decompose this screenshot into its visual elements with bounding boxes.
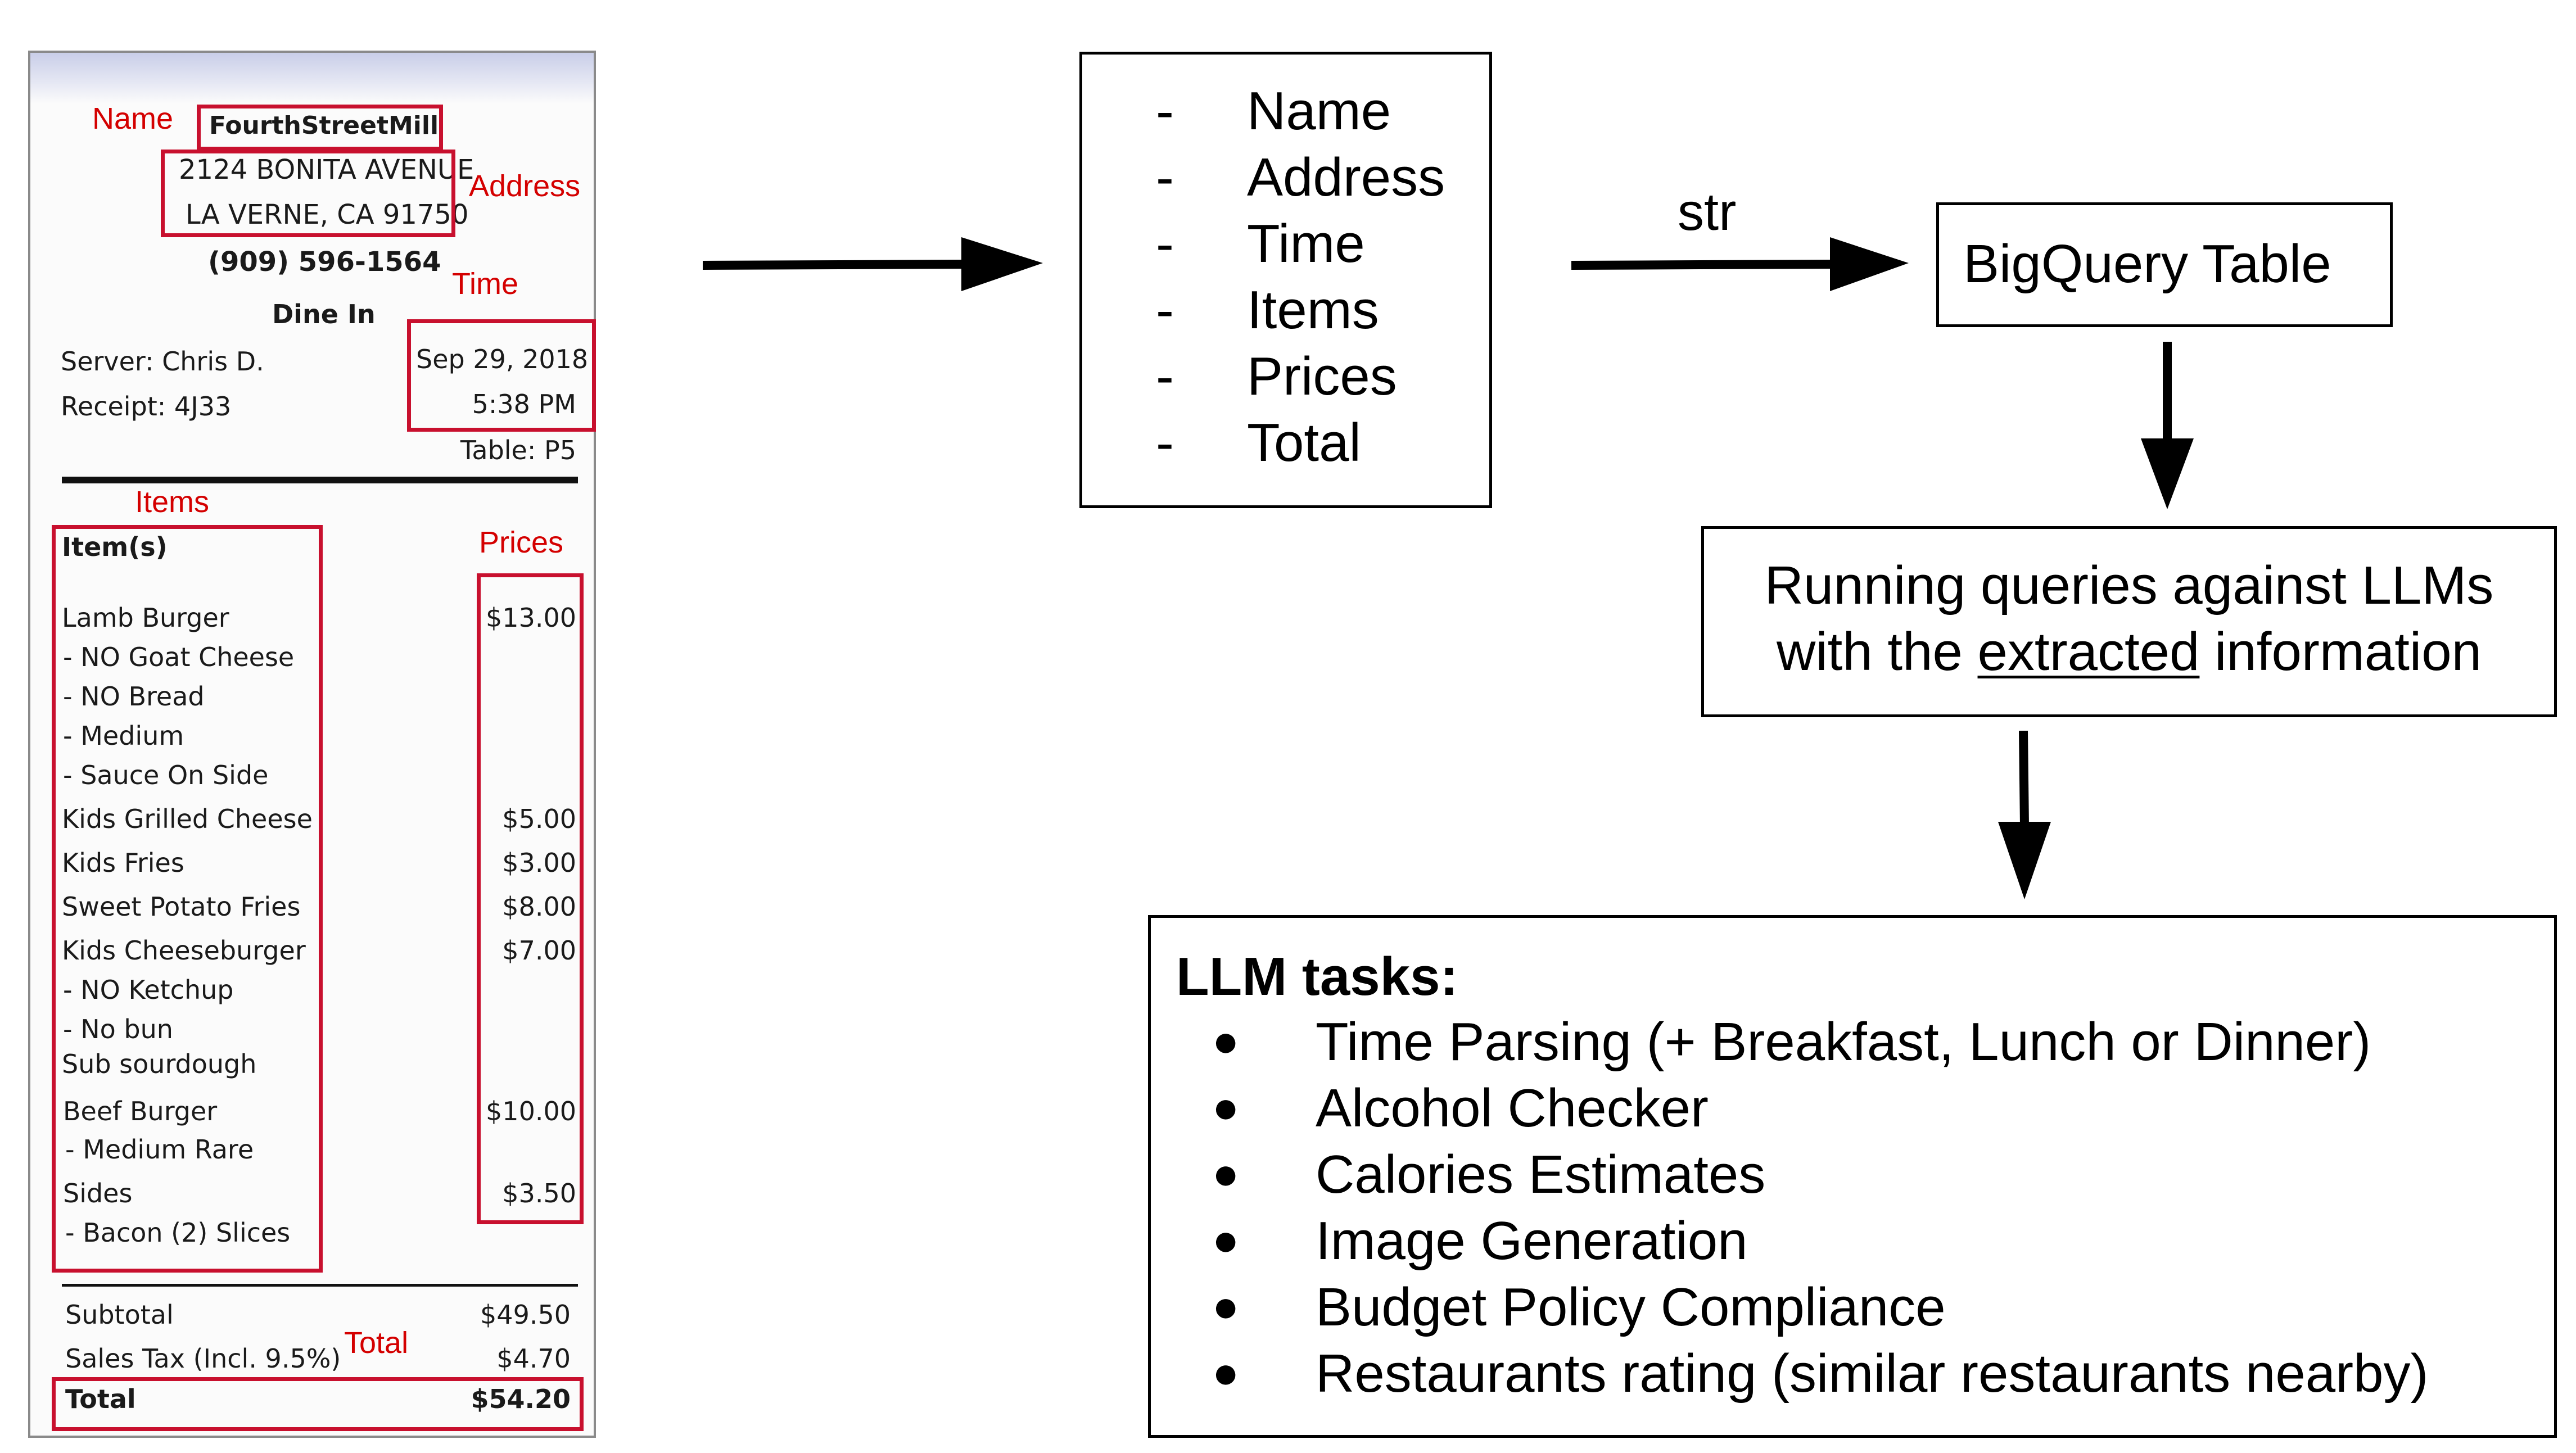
- receipt-subtotal-label: Subtotal: [65, 1300, 174, 1330]
- receipt-item-price: $8.00: [502, 891, 576, 922]
- prices-annotation-label: Prices: [479, 526, 564, 559]
- receipt-table: Table: P5: [460, 435, 576, 465]
- arrow-bigquery-to-queries: [2141, 342, 2194, 509]
- receipt-item-price: $3.00: [502, 848, 576, 878]
- receipt-total-label: Total: [65, 1384, 136, 1414]
- task-bullet: ●: [1212, 1082, 1240, 1132]
- llm-queries-line2-prefix: with the: [1777, 622, 1978, 682]
- field-item: Total: [1247, 413, 1361, 473]
- field-bullet: -: [1156, 147, 1174, 207]
- receipt-item-text: - NO Goat Cheese: [63, 642, 295, 672]
- receipt-item-text: - Bacon (2) Slices: [65, 1217, 291, 1248]
- field-item: Time: [1247, 214, 1365, 274]
- receipt-date: Sep 29, 2018: [416, 344, 589, 374]
- task-bullet: ●: [1212, 1148, 1240, 1198]
- receipt-server: Server: Chris D.: [61, 346, 264, 377]
- total-annotation-label: Total: [344, 1326, 409, 1360]
- receipt-item-price: $13.00: [486, 603, 576, 633]
- extracted-fields-box: [1079, 52, 1492, 508]
- receipt-item-text: Kids Grilled Cheese: [62, 804, 313, 834]
- arrow-fields-to-bigquery: [1571, 237, 1909, 291]
- bigquery-table-label: BigQuery Table: [1963, 234, 2331, 294]
- address-annotation-label: Address: [469, 169, 581, 203]
- receipt-subtotal-value: $49.50: [480, 1300, 571, 1330]
- items-annotation-label: Items: [135, 485, 210, 519]
- total-highlight-box: [52, 1377, 584, 1431]
- receipt-item-text: - Sauce On Side: [63, 760, 269, 790]
- address-highlight-box: [161, 150, 455, 237]
- field-item: Address: [1247, 147, 1445, 207]
- receipt-divider-thick: [62, 477, 578, 483]
- receipt-item-text: - No bun: [63, 1014, 173, 1044]
- task-bullet: ●: [1212, 1281, 1240, 1331]
- bigquery-table-box: [1936, 202, 2393, 327]
- task-item: Time Parsing (+ Breakfast, Lunch or Dinn…: [1316, 1012, 2371, 1072]
- arrow-receipt-to-fields: [703, 237, 1043, 291]
- llm-queries-line2-suffix: information: [2199, 622, 2482, 682]
- receipt-item-text: - Medium Rare: [65, 1134, 254, 1165]
- task-bullet: ●: [1212, 1215, 1240, 1265]
- time-highlight-box: [407, 319, 596, 432]
- receipt-restaurant-name: FourthStreetMill: [209, 111, 439, 140]
- field-bullet: -: [1156, 413, 1174, 473]
- llm-queries-box: [1701, 526, 2557, 717]
- task-item: Alcohol Checker: [1316, 1078, 1709, 1138]
- task-bullet: ●: [1212, 1347, 1240, 1397]
- receipt-time: 5:38 PM: [472, 389, 576, 419]
- time-annotation-label: Time: [452, 267, 518, 301]
- receipt-service-type: Dine In: [272, 299, 376, 329]
- task-bullet: ●: [1212, 1016, 1240, 1066]
- receipt-item-text: Kids Cheeseburger: [62, 935, 306, 966]
- arrow-label-str: str: [1678, 182, 1737, 241]
- items-highlight-box: [52, 525, 323, 1273]
- name-annotation-label: Name: [92, 102, 174, 135]
- receipt-address-line2: LA VERNE, CA 91750: [186, 199, 469, 230]
- llm-tasks-title: LLM tasks:: [1176, 947, 1458, 1007]
- receipt-item-price: $7.00: [502, 935, 576, 966]
- receipt-item-price: $3.50: [502, 1178, 576, 1208]
- receipt-tax-label: Sales Tax (Incl. 9.5%): [65, 1343, 341, 1374]
- field-bullet: -: [1156, 81, 1174, 141]
- task-item: Budget Policy Compliance: [1316, 1277, 1946, 1337]
- task-item: Restaurants rating (similar restaurants …: [1316, 1343, 2429, 1404]
- receipt-total-value: $54.20: [471, 1384, 571, 1414]
- receipt-item-text: Sweet Potato Fries: [62, 891, 301, 922]
- receipt-item-text: Sub sourdough: [62, 1049, 257, 1079]
- receipt-divider: [62, 1284, 578, 1287]
- field-item: Prices: [1247, 346, 1397, 406]
- receipt-number: Receipt: 4J33: [61, 391, 232, 422]
- prices-highlight-box: [477, 573, 584, 1224]
- name-highlight-box: [197, 105, 443, 151]
- llm-queries-line1: Running queries against LLMs: [1764, 555, 2494, 615]
- receipt-phone: (909) 596-1564: [208, 246, 441, 278]
- receipt-items-header: Item(s): [62, 532, 168, 562]
- receipt-item-text: Kids Fries: [62, 848, 184, 878]
- field-item: Items: [1247, 280, 1379, 340]
- receipt-item-text: Lamb Burger: [62, 603, 229, 633]
- receipt-image: [28, 51, 596, 1438]
- task-item: Calories Estimates: [1316, 1144, 1766, 1205]
- llm-tasks-box: [1148, 915, 2557, 1438]
- receipt-item-text: Sides: [63, 1178, 133, 1208]
- extracted-underlined-word: extracted: [1977, 622, 2200, 682]
- task-item: Image Generation: [1316, 1211, 1748, 1271]
- arrow-queries-to-tasks: [1998, 731, 2051, 899]
- receipt-item-text: - NO Bread: [63, 681, 205, 712]
- field-bullet: -: [1156, 280, 1174, 340]
- llm-queries-line2: with the extracted information: [1701, 625, 2557, 679]
- field-bullet: -: [1156, 214, 1174, 274]
- receipt-address-line1: 2124 BONITA AVENUE: [179, 154, 474, 185]
- field-item: Name: [1247, 81, 1391, 141]
- receipt-item-price: $10.00: [486, 1096, 576, 1126]
- receipt-item-text: Beef Burger: [63, 1096, 218, 1126]
- receipt-item-price: $5.00: [502, 804, 576, 834]
- receipt-item-text: - NO Ketchup: [63, 975, 234, 1005]
- field-bullet: -: [1156, 346, 1174, 406]
- receipt-item-text: - Medium: [63, 721, 184, 751]
- receipt-torn-edge: [30, 53, 594, 103]
- receipt-tax-value: $4.70: [496, 1343, 571, 1374]
